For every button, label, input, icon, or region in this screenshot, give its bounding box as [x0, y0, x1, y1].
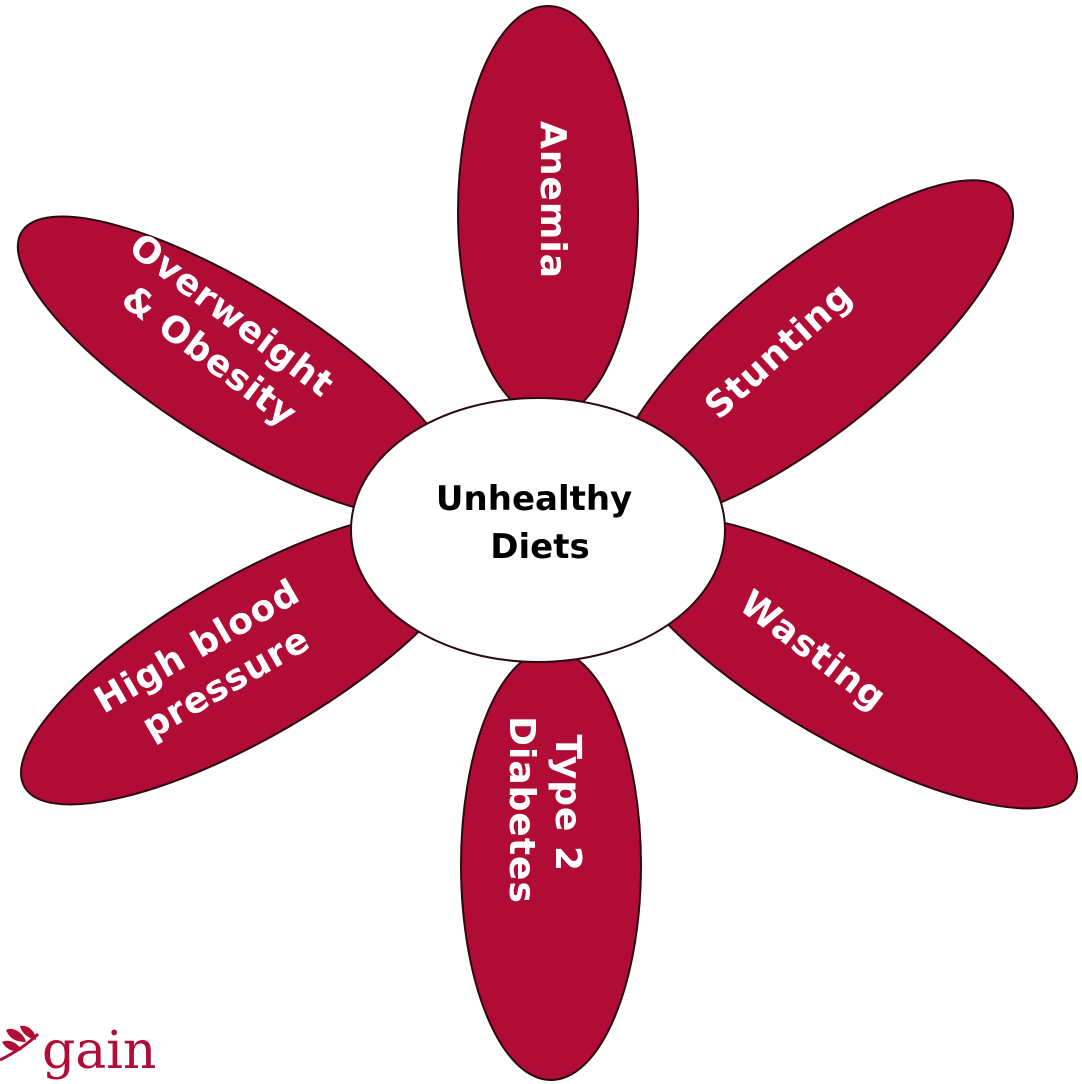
svg-text:Anemia: Anemia	[532, 121, 573, 279]
svg-text:Type 2 Diabetes: Type 2 Diabetes	[501, 716, 588, 904]
center-line-1: Unhealthy	[436, 479, 632, 519]
svg-text:Unhealthy Diets: Unhealthy Diets	[436, 479, 644, 567]
petal-type-2-diabetes-line-1: Type 2	[547, 734, 588, 872]
petal-type-2-diabetes-line-2: Diabetes	[501, 716, 542, 904]
center-unhealthy-diets: Unhealthy Diets	[350, 397, 726, 663]
center-line-2: Diets	[490, 527, 589, 567]
petal-anemia-label: Anemia	[532, 121, 573, 279]
petal-type-2-diabetes: Type 2 Diabetes	[460, 649, 642, 1081]
petal-wasting: Wasting	[622, 514, 1078, 810]
gain-logo-text: gain	[42, 1021, 156, 1081]
wheat-icon	[0, 1025, 40, 1062]
gain-logo: gain	[0, 1021, 156, 1081]
petal-anemia: Anemia	[457, 5, 639, 419]
svg-text:gain: gain	[42, 1021, 156, 1081]
